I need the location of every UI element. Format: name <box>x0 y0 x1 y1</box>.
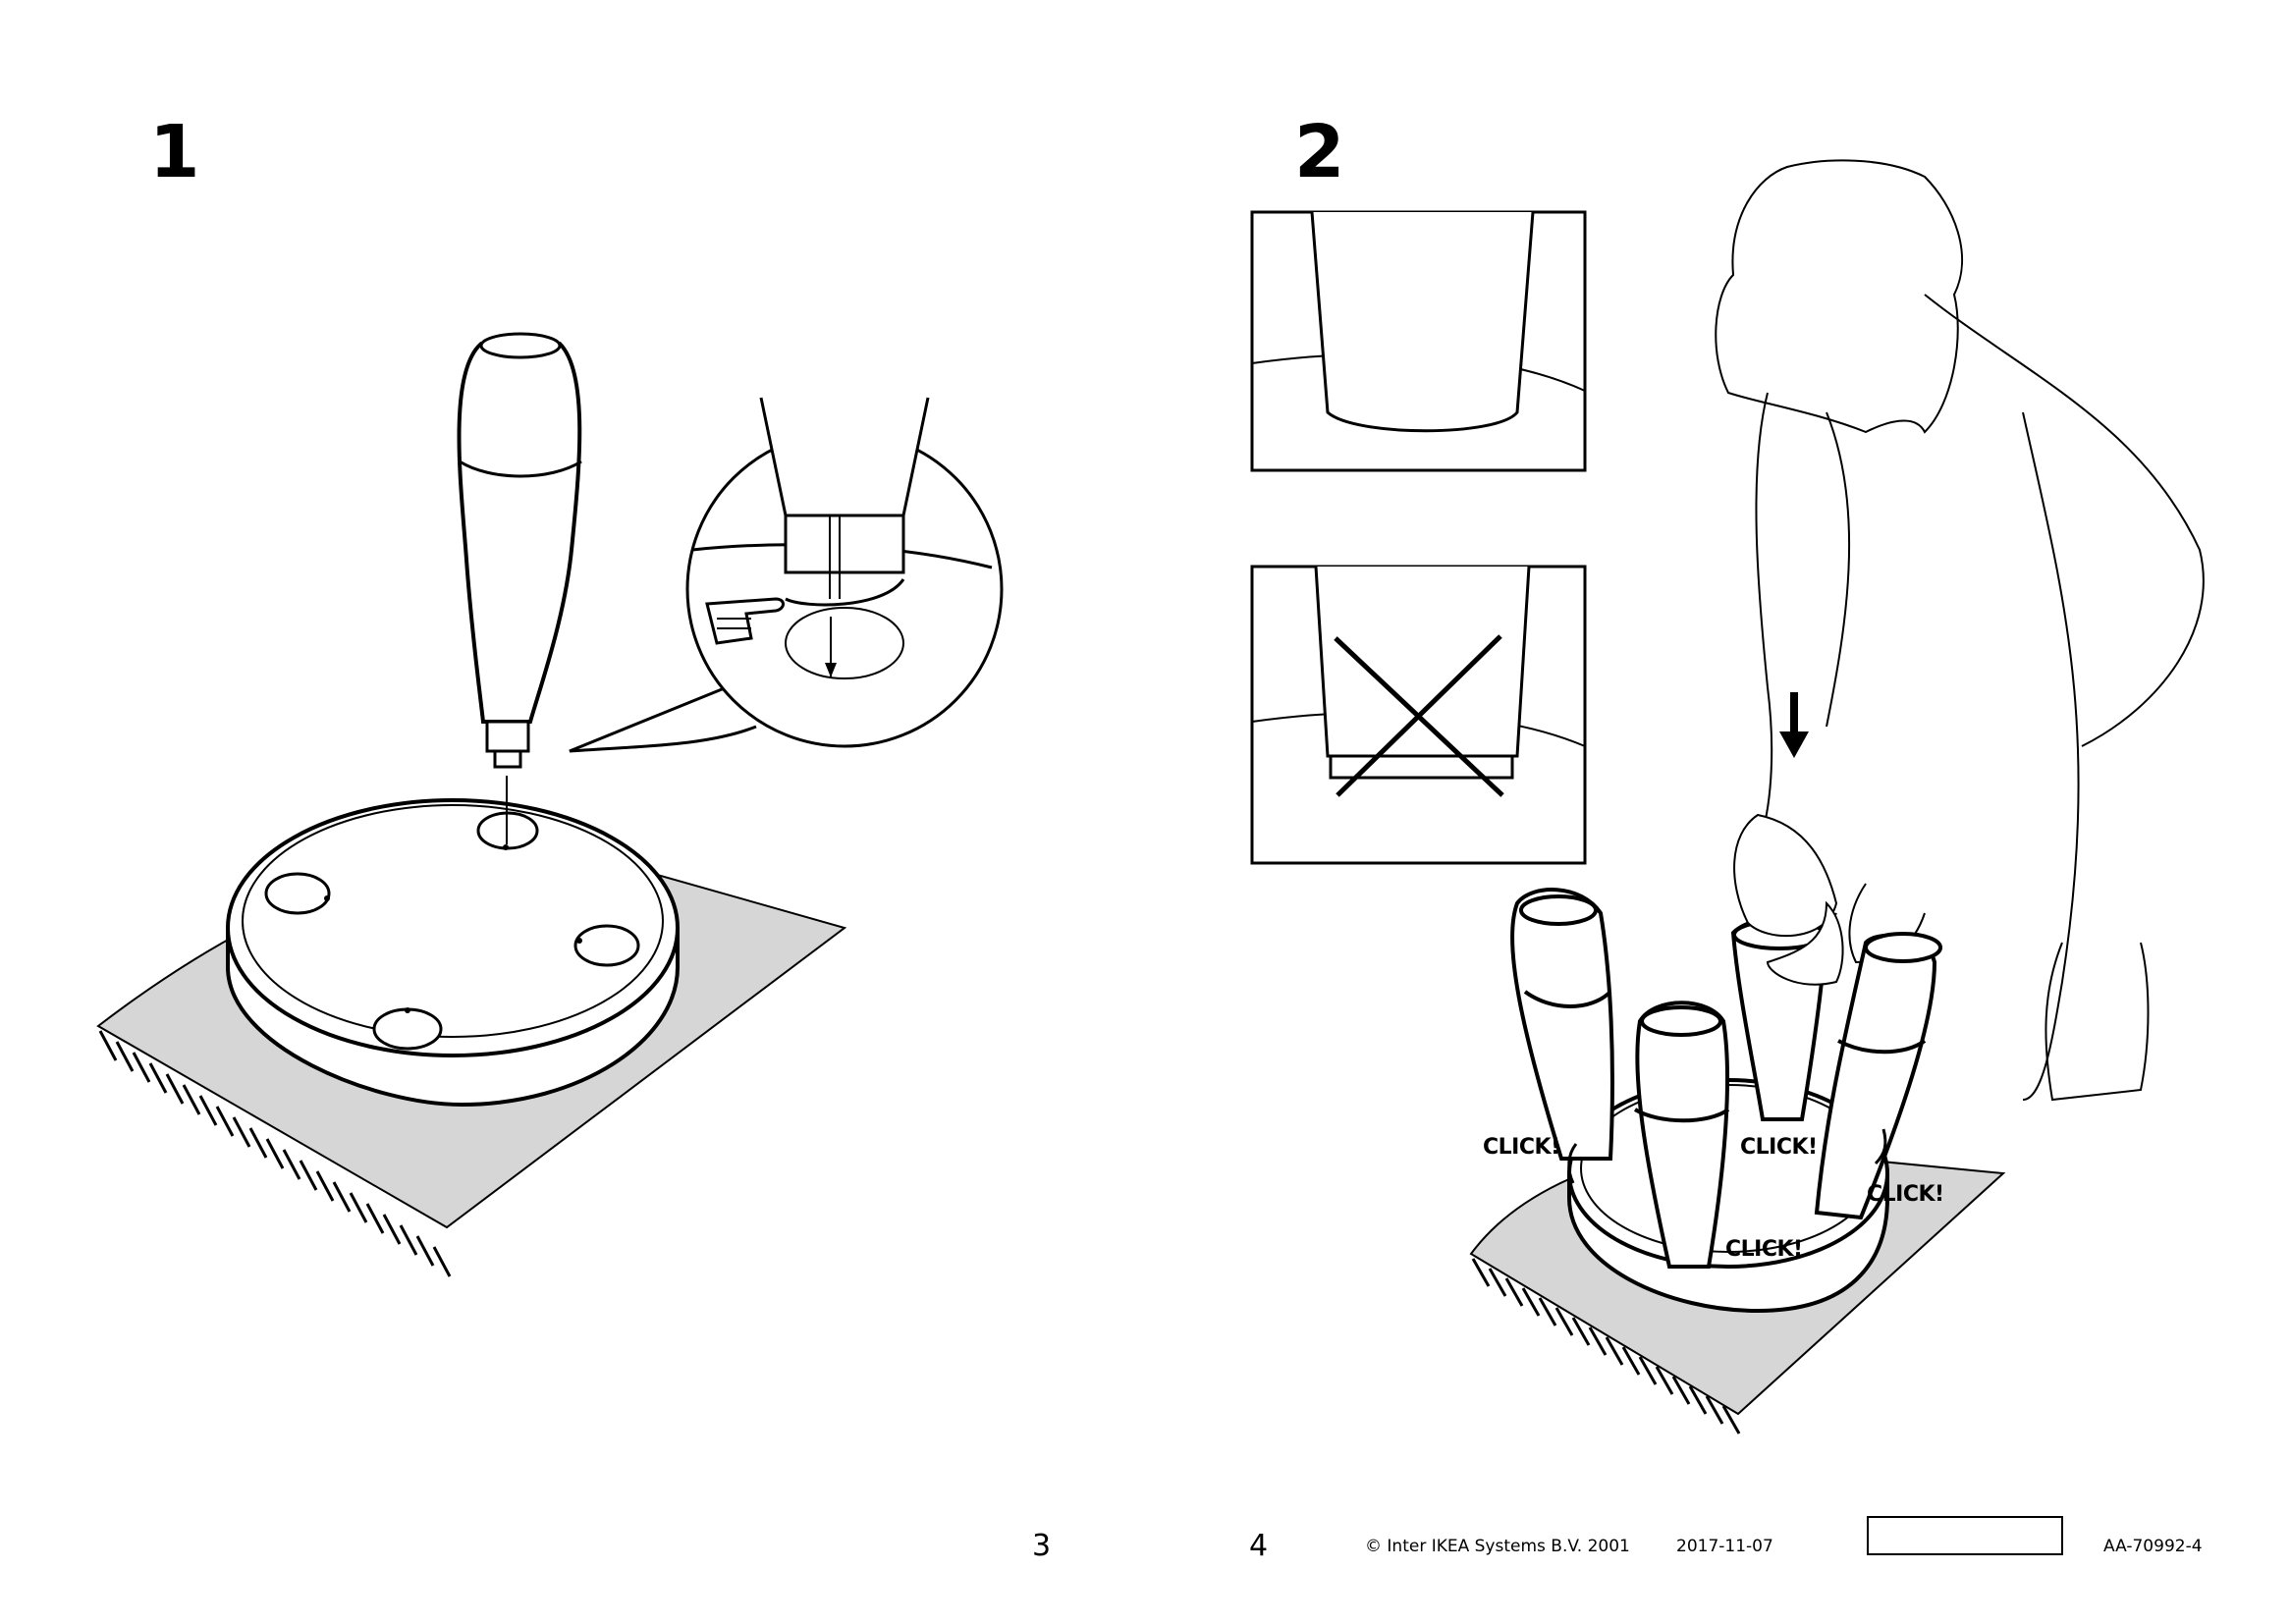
pointing-hand-icon <box>705 597 785 645</box>
copyright-text: © Inter IKEA Systems B.V. 2001 <box>1365 1537 1630 1556</box>
click-label-middle: CLICK! <box>1740 1135 1818 1160</box>
blank-label-box <box>1867 1516 2063 1555</box>
step-1-number: 1 <box>149 110 200 194</box>
detail-magnifier-icon <box>569 397 1004 753</box>
step-1-illustration <box>96 332 1004 1277</box>
wrong-cross-icon <box>1334 634 1504 797</box>
click-label-front: CLICK! <box>1725 1237 1803 1262</box>
hands-icon <box>1733 813 1844 986</box>
print-date: 2017-11-07 <box>1676 1537 1773 1556</box>
click-label-right: CLICK! <box>1867 1182 1944 1207</box>
correct-detail-box <box>1250 210 1587 472</box>
leg-icon <box>457 332 582 769</box>
step-2-number: 2 <box>1294 110 1345 194</box>
click-label-left: CLICK! <box>1483 1135 1560 1160</box>
down-arrow-icon <box>1779 692 1809 758</box>
document-id: AA-70992-4 <box>2103 1537 2203 1556</box>
seat-icon <box>226 798 680 1108</box>
wrong-detail-box <box>1250 565 1587 865</box>
page-number-left: 3 <box>1032 1529 1052 1563</box>
page-number-right: 4 <box>1249 1529 1269 1563</box>
step-2-illustration <box>1250 159 2205 1435</box>
person-icon <box>1715 159 2205 1102</box>
